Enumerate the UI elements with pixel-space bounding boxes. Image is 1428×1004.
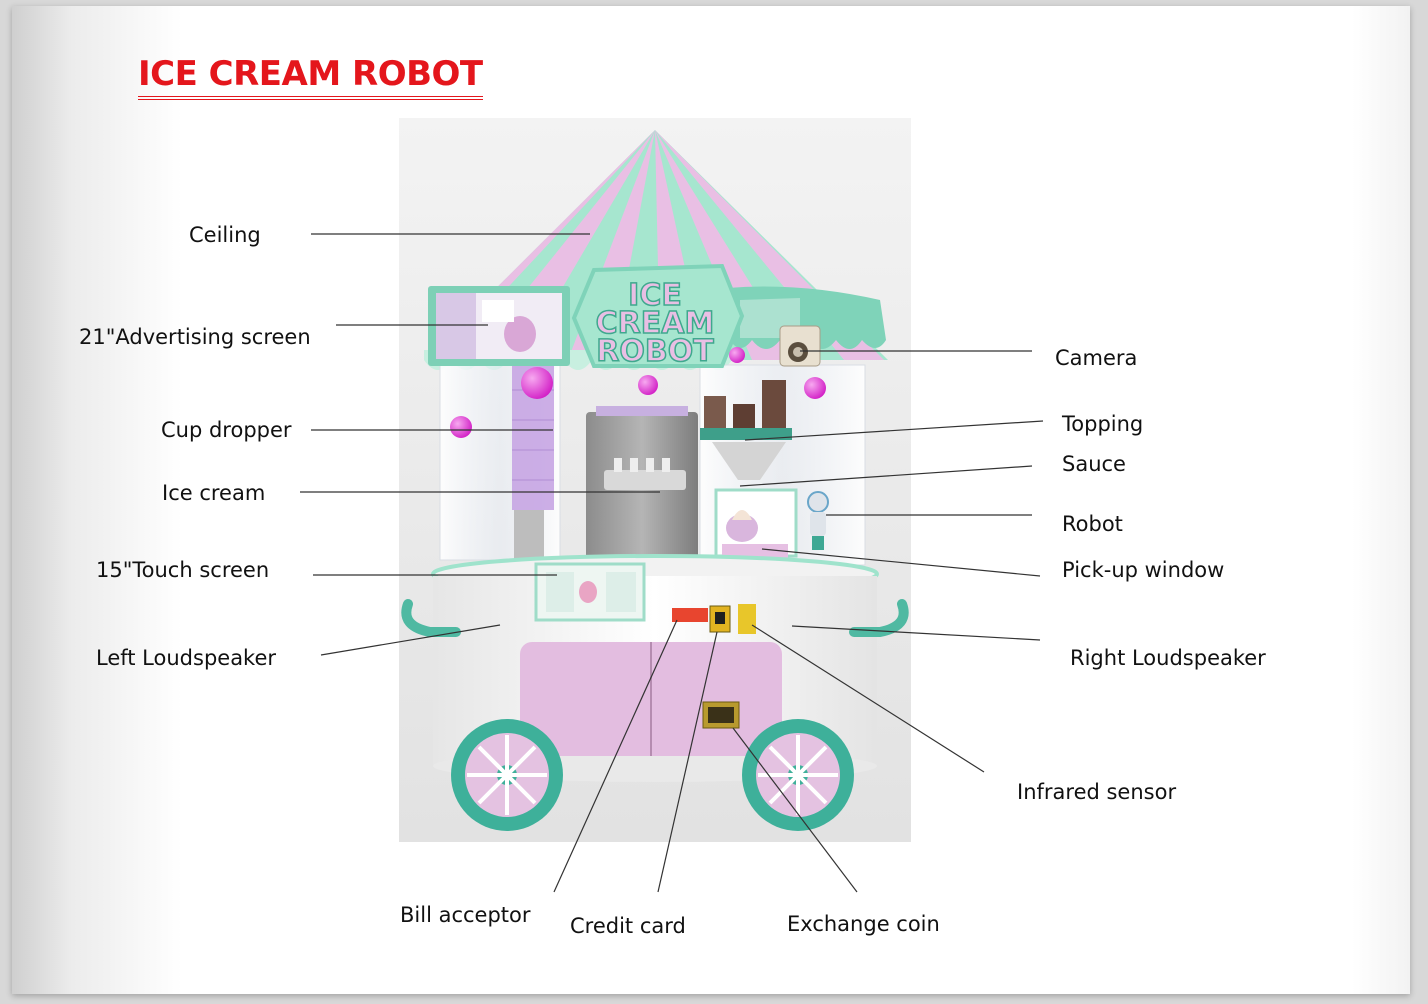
label-pickup-window: Pick-up window <box>1062 558 1225 582</box>
right-wheel <box>742 719 854 831</box>
label-camera: Camera <box>1055 346 1138 370</box>
label-robot: Robot <box>1062 512 1123 536</box>
sign-line-2: CREAM <box>596 306 715 341</box>
label-touch-screen: 15"Touch screen <box>96 558 270 582</box>
label-ice-cream: Ice cream <box>162 481 266 505</box>
touch-screen <box>534 562 646 622</box>
left-wheel <box>451 719 563 831</box>
label-bill-acceptor: Bill acceptor <box>400 903 531 927</box>
label-credit-card: Credit card <box>570 914 686 938</box>
label-cup-dropper: Cup dropper <box>161 418 292 442</box>
sign-line-3: ROBOT <box>596 334 714 369</box>
page-title: ICE CREAM ROBOT <box>138 54 483 100</box>
coin-module <box>738 604 756 634</box>
label-left-loudspeaker: Left Loudspeaker <box>96 646 277 670</box>
label-advertising-screen: 21"Advertising screen <box>79 325 311 349</box>
decor-balls <box>450 347 826 438</box>
label-exchange-coin: Exchange coin <box>787 912 940 936</box>
camera-device <box>779 325 821 367</box>
label-infrared-sensor: Infrared sensor <box>1017 780 1177 804</box>
bill-acceptor-slot <box>672 608 708 622</box>
label-topping: Topping <box>1062 412 1144 436</box>
sign-line-1: ICE <box>628 278 682 313</box>
label-ceiling: Ceiling <box>189 223 261 247</box>
ice-cream-robot-sign: ICE CREAM ROBOT <box>571 263 745 370</box>
label-right-loudspeaker: Right Loudspeaker <box>1070 646 1266 670</box>
robot-figure <box>807 491 829 550</box>
advertising-screen <box>428 286 570 366</box>
label-sauce: Sauce <box>1062 452 1126 476</box>
